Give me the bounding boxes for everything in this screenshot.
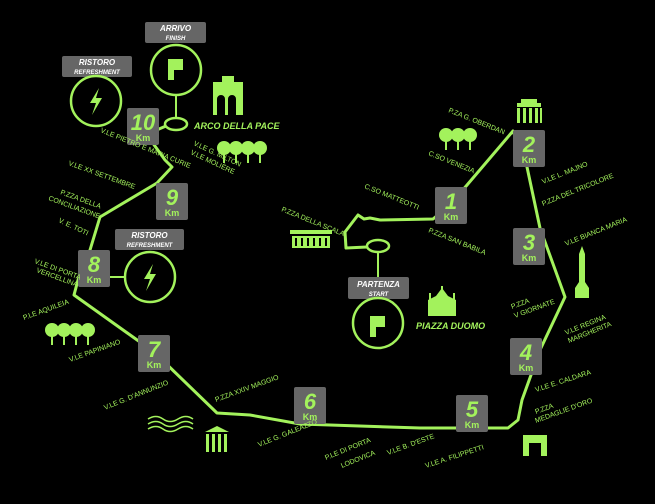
km-number: 2 xyxy=(522,132,536,157)
obelisk-icon xyxy=(575,246,589,298)
refreshment-title: RISTORO xyxy=(79,58,116,67)
km-unit: Km xyxy=(136,133,151,143)
street-label: V.LE B. D'ESTE xyxy=(386,433,435,457)
temple-icon xyxy=(205,426,229,452)
porta-venezia-gate-icon xyxy=(517,99,542,123)
lightning-icon xyxy=(144,264,156,291)
refreshment-subtitle: REFRESHMENT xyxy=(127,243,174,249)
street-label: C.SO VENEZIA xyxy=(427,150,475,175)
trees-icon xyxy=(45,323,95,345)
finish-subtitle: FINISH xyxy=(166,36,186,42)
refreshment-title: RISTORO xyxy=(131,231,168,240)
landmark-piazza-duomo: PIAZZA DUOMO xyxy=(416,321,485,331)
refreshment-marker-1: RISTORO REFRESHMENT xyxy=(62,56,132,128)
refreshment-subtitle: REFRESHMENT xyxy=(74,70,121,76)
street-label: V. E. TOTI xyxy=(57,217,89,237)
km-unit: Km xyxy=(444,212,459,222)
km-unit: Km xyxy=(303,412,318,422)
km-marker-5: 5Km xyxy=(456,395,488,432)
street-label: V.LE E. CALDARA xyxy=(534,369,592,394)
km-number: 4 xyxy=(519,340,532,365)
finish-title: ARRIVO xyxy=(159,24,192,33)
porta-romana-arch-icon xyxy=(523,435,547,456)
km-number: 1 xyxy=(445,189,457,214)
route-line xyxy=(72,124,567,430)
km-unit: Km xyxy=(519,363,534,373)
flag-icon xyxy=(370,316,385,337)
km-marker-7: 7Km xyxy=(138,335,170,372)
km-number: 6 xyxy=(304,389,317,414)
km-unit: Km xyxy=(522,253,537,263)
street-label: P.ZZA SAN BABILA xyxy=(427,227,487,257)
km-unit: Km xyxy=(87,275,102,285)
finish-point xyxy=(163,116,189,132)
finish-marker: ARRIVO FINISH xyxy=(145,22,206,97)
km-number: 7 xyxy=(148,337,162,362)
km-marker-3: 3Km xyxy=(513,228,545,265)
street-label: P.LE AQUILEIA xyxy=(22,299,70,322)
km-marker-9: 9Km xyxy=(156,183,188,220)
km-marker-8: 8Km xyxy=(78,250,110,287)
km-marker-2: 2Km xyxy=(513,130,545,167)
km-number: 9 xyxy=(166,185,179,210)
trees-icon xyxy=(439,128,477,150)
km-number: 8 xyxy=(88,252,101,277)
km-marker-4: 4Km xyxy=(510,338,542,375)
flag-icon xyxy=(168,59,183,80)
lightning-icon xyxy=(90,88,102,115)
street-label: V.LE A. FILIPPETTI xyxy=(424,444,484,470)
start-point xyxy=(365,238,391,254)
km-marker-6: 6Km xyxy=(294,387,326,424)
street-label: P.ZZA XXIV MAGGIO xyxy=(214,374,280,404)
km-number: 5 xyxy=(466,397,479,422)
start-subtitle: START xyxy=(369,292,390,298)
km-unit: Km xyxy=(522,155,537,165)
street-label: V.LE BIANCA MARIA xyxy=(564,216,628,247)
refreshment-marker-2: RISTORO REFRESHMENT xyxy=(115,229,184,304)
km-unit: Km xyxy=(147,360,162,370)
km-number: 10 xyxy=(131,110,156,135)
km-unit: Km xyxy=(165,208,180,218)
arco-della-pace-icon xyxy=(213,76,243,115)
km-unit: Km xyxy=(465,420,480,430)
landmark-arco-della-pace: ARCO DELLA PACE xyxy=(193,121,280,131)
street-label: V.LE XX SETTEMBRE xyxy=(67,160,136,191)
duomo-icon xyxy=(428,286,456,316)
scala-theatre-icon xyxy=(290,230,332,248)
canal-waves-icon xyxy=(147,415,194,433)
trees-icon xyxy=(217,141,267,163)
km-marker-1: 1Km xyxy=(435,187,467,224)
start-title: PARTENZA xyxy=(357,280,400,289)
street-label: V.LE L. MAJNO xyxy=(541,161,589,186)
street-label: V.LE G. D'ANNUNZIO xyxy=(103,379,170,411)
km-number: 3 xyxy=(523,230,535,255)
start-marker: PARTENZA START xyxy=(348,277,409,350)
street-label: C.SO MATTEOTTI xyxy=(363,183,420,211)
